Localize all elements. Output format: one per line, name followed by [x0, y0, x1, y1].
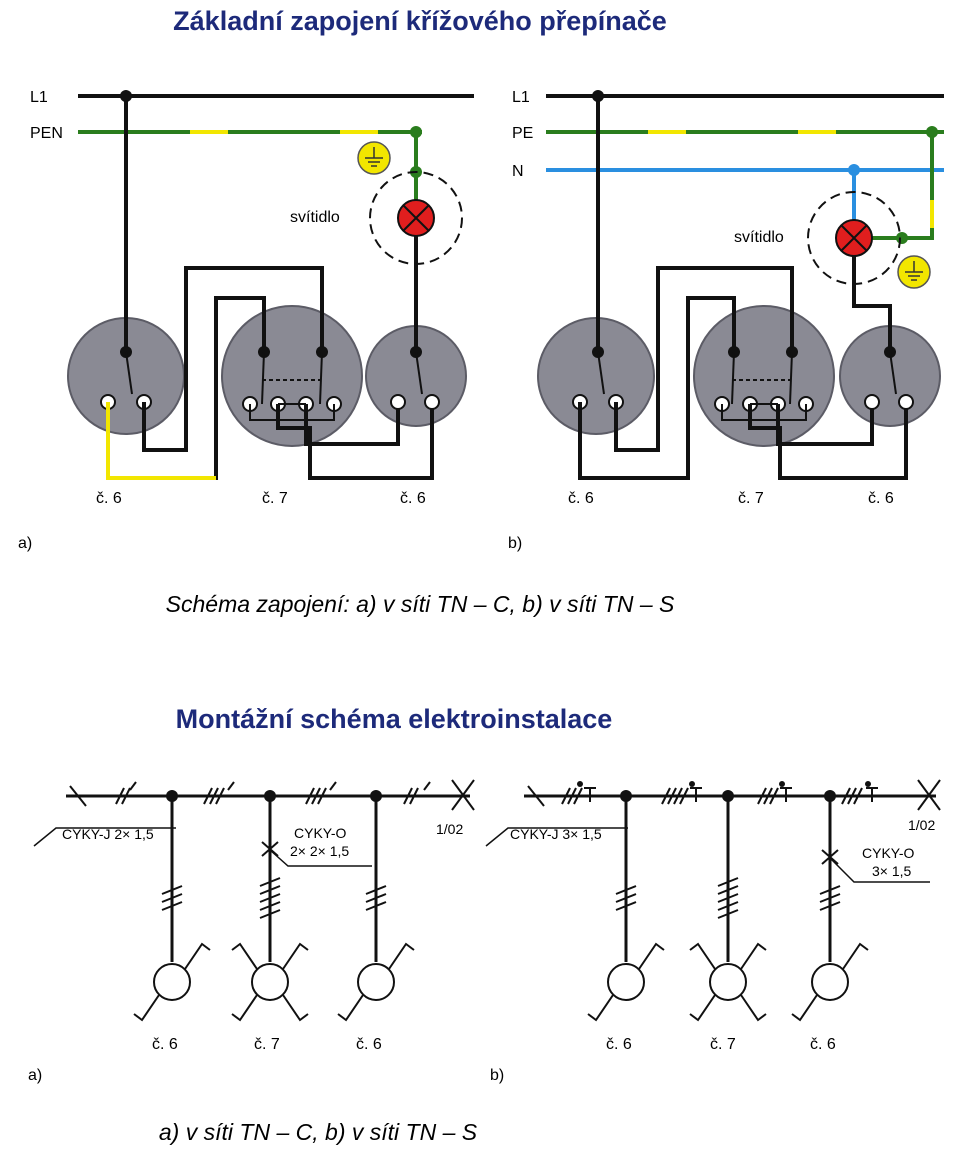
- cable-label-main: CYKY-J 3× 1,5: [510, 826, 602, 842]
- cable-label-main: CYKY-J 2× 1,5: [62, 826, 154, 842]
- switch-label: č. 7: [262, 490, 288, 507]
- conductor-label: N: [512, 163, 524, 180]
- switch-label: č. 6: [606, 1036, 632, 1053]
- lamp-label: svítidlo: [290, 209, 340, 226]
- switch-label: č. 6: [400, 490, 426, 507]
- switch-label: č. 6: [810, 1036, 836, 1053]
- lamp-enclosure: [807, 191, 901, 285]
- lamp-icon: [835, 219, 873, 257]
- panel-label: a): [18, 535, 32, 552]
- panel-label: a): [28, 1067, 42, 1084]
- switch-icon: [133, 942, 211, 1022]
- switch-icon: [689, 942, 767, 1022]
- conductor-label: PEN: [30, 125, 63, 142]
- cable-label-branch-size: 2× 2× 1,5: [290, 843, 349, 859]
- cable-label-branch: CYKY-O: [294, 825, 347, 841]
- switch-icon: [791, 942, 869, 1022]
- top-right-schematic: L1 PE N: [508, 89, 944, 552]
- switch-label: č. 6: [568, 490, 594, 507]
- conductor-label: PE: [512, 125, 533, 142]
- cable-label-branch: CYKY-O: [862, 845, 915, 861]
- switch-label: č. 7: [254, 1036, 280, 1053]
- bottom-caption: a) v síti TN – C, b) v síti TN – S: [159, 1119, 478, 1145]
- drawing-ref: 1/02: [908, 817, 935, 833]
- switch-label: č. 7: [710, 1036, 736, 1053]
- earth-symbol-icon: [357, 141, 391, 175]
- cable-label-branch-size: 3× 1,5: [872, 863, 912, 879]
- lamp-label: svítidlo: [734, 229, 784, 246]
- switch-label: č. 6: [868, 490, 894, 507]
- switch-icon: [337, 942, 415, 1022]
- switch-label: č. 6: [96, 490, 122, 507]
- switch-box-7: [693, 305, 835, 447]
- bottom-left-installation: CYKY-J 2× 1,5 CYKY-O 2× 2× 1,5 1/02 č. 6…: [28, 779, 475, 1084]
- lamp-enclosure: [369, 171, 463, 265]
- top-left-schematic: L1 PEN: [18, 89, 474, 552]
- panel-label: b): [490, 1067, 504, 1084]
- bottom-right-installation: CYKY-J 3× 1,5 CYKY-O 3× 1,5 1/02 č. 6 č.…: [485, 779, 941, 1084]
- conductor-label: L1: [512, 89, 530, 106]
- switch-label: č. 6: [152, 1036, 178, 1053]
- switch-icon: [587, 942, 665, 1022]
- top-title: Základní zapojení křížového přepínače: [173, 6, 667, 36]
- panel-label: b): [508, 535, 522, 552]
- switch-contact: [125, 351, 133, 395]
- conductor-label: L1: [30, 89, 48, 106]
- switch-icon: [231, 942, 309, 1022]
- bottom-title: Montážní schéma elektroinstalace: [176, 704, 613, 734]
- switch-label: č. 6: [356, 1036, 382, 1053]
- junction-dot: [120, 90, 132, 102]
- drawing-ref: 1/02: [436, 821, 463, 837]
- lamp-icon: [397, 199, 435, 237]
- earth-symbol-icon: [897, 255, 931, 289]
- top-caption: Schéma zapojení: a) v síti TN – C, b) v …: [166, 591, 675, 617]
- switch-label: č. 7: [738, 490, 764, 507]
- switch-box-7: [221, 305, 363, 447]
